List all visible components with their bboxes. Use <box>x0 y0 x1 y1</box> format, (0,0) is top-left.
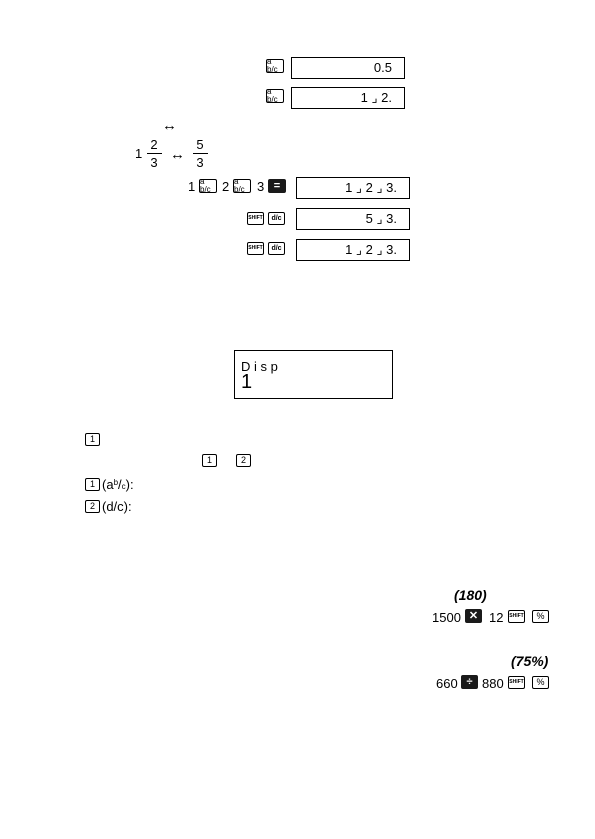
percent-result-1: (180) <box>454 587 487 603</box>
display-result: 5 ⌟ 3. <box>296 208 410 230</box>
percent-key-icon: % <box>532 610 549 623</box>
ab-c-key-icon: a b/c <box>199 179 217 193</box>
divide-key-icon: ÷ <box>461 675 478 689</box>
shift-key-icon: SHIFT <box>247 242 264 255</box>
key-2-icon: 2 <box>236 454 251 467</box>
dc-key-icon: d/c <box>268 242 285 255</box>
double-arrow-icon: ↔ <box>170 146 185 163</box>
display-value: 5 ⌟ 3. <box>366 211 397 226</box>
percent-result-2: (75%) <box>511 653 548 669</box>
calc-operand: 12 <box>489 610 503 625</box>
calc-operand: 660 <box>436 676 458 691</box>
display-value: 1 ⌟ 2 ⌟ 3. <box>345 242 397 257</box>
improper-denominator: 3 <box>193 155 207 170</box>
percent-key-icon: % <box>532 676 549 689</box>
equals-key-icon: = <box>268 179 286 193</box>
mixed-denominator: 3 <box>147 155 161 170</box>
multiply-key-icon: ✕ <box>465 609 482 623</box>
ab-c-key-icon: a b/c <box>266 89 284 103</box>
key-1-icon: 1 <box>85 478 100 491</box>
shift-key-icon: SHIFT <box>247 212 264 225</box>
display-value: 0.5 <box>374 60 392 75</box>
calc-operand: 880 <box>482 676 504 691</box>
display-result: 1 ⌟ 2 ⌟ 3. <box>296 239 410 261</box>
display-result: 1 ⌟ 2 ⌟ 3. <box>296 177 410 199</box>
ab-c-key-icon: a b/c <box>233 179 251 193</box>
disp-screen: D i s p 1 <box>234 350 393 399</box>
option-1-label: (ab/c): <box>102 477 134 492</box>
display-result: 0.5 <box>291 57 405 79</box>
double-arrow-icon: ↔ <box>162 117 177 134</box>
ab-c-key-icon: a b/c <box>266 59 284 73</box>
key-1-icon: 1 <box>85 433 100 446</box>
dc-key-icon: d/c <box>268 212 285 225</box>
seq-digit: 2 <box>222 179 229 194</box>
mixed-numerator: 2 <box>147 137 161 152</box>
calc-operand: 1500 <box>432 610 461 625</box>
display-value: 1 ⌟ 2. <box>361 90 392 105</box>
seq-digit: 1 <box>188 179 195 194</box>
mixed-whole: 1 <box>135 146 142 161</box>
fraction-bar <box>147 153 162 154</box>
shift-key-icon: SHIFT <box>508 676 525 689</box>
disp-value: 1 <box>241 371 252 394</box>
option-2-label: (d/c): <box>102 499 132 514</box>
key-2-icon: 2 <box>85 500 100 513</box>
seq-digit: 3 <box>257 179 264 194</box>
key-1-icon: 1 <box>202 454 217 467</box>
fraction-bar <box>193 153 208 154</box>
display-result: 1 ⌟ 2. <box>291 87 405 109</box>
improper-numerator: 5 <box>193 137 207 152</box>
display-value: 1 ⌟ 2 ⌟ 3. <box>345 180 397 195</box>
shift-key-icon: SHIFT <box>508 610 525 623</box>
